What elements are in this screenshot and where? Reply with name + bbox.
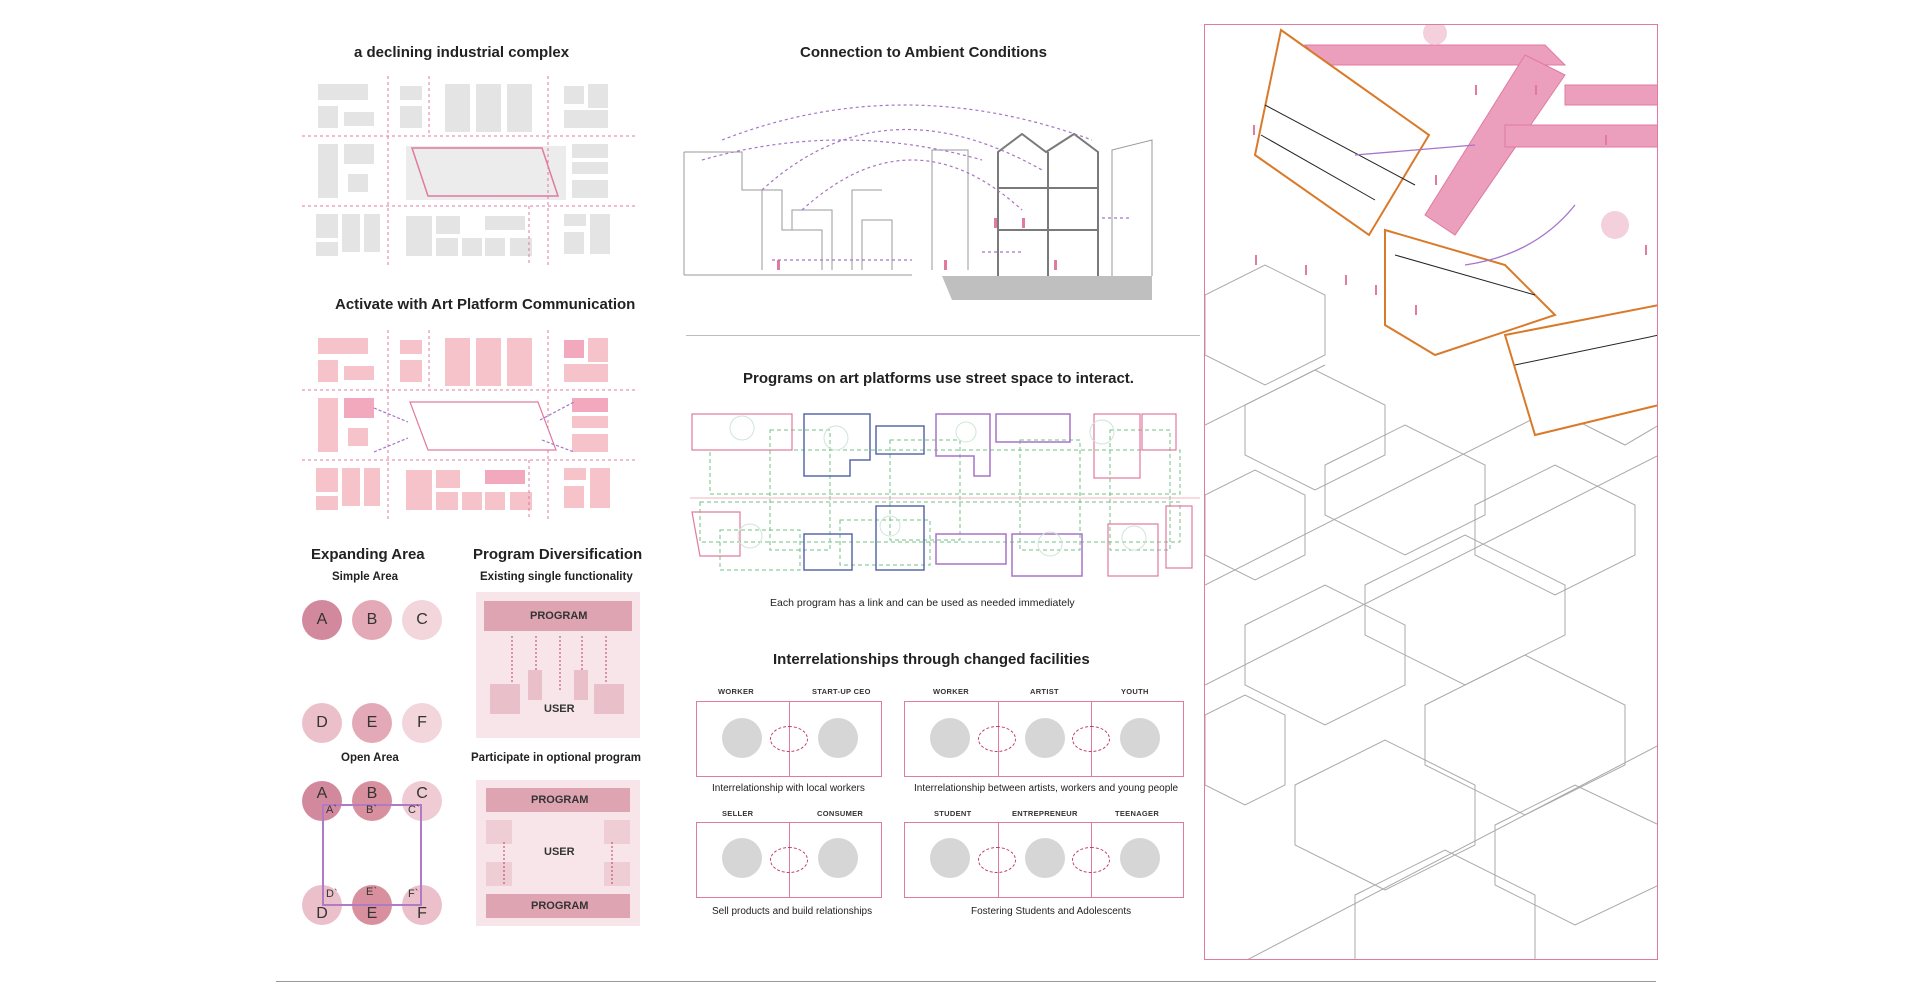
panel4-cycle-icon-2: [1072, 847, 1110, 873]
axonometric-frame: [1204, 24, 1658, 960]
open-circle-d-label: D: [316, 905, 328, 922]
programs-street-diagram: [690, 413, 1200, 577]
open-circle-c-label: C: [416, 785, 428, 802]
open-circle-b-label: B: [366, 785, 378, 802]
panel4-person-entrepreneur: [1025, 838, 1065, 878]
section-divider: [686, 335, 1200, 336]
open-circle-a-label: A: [316, 785, 328, 802]
optional-program-top: [486, 788, 630, 812]
panel2-role-artist: ARTIST: [1030, 687, 1059, 696]
panel4-caption: Fostering Students and Adolescents: [971, 906, 1132, 917]
panel3-role-consumer: CONSUMER: [817, 809, 864, 818]
panel1-person-ceo: [818, 718, 858, 758]
prime-e: E`: [366, 886, 377, 898]
panel2-role-youth: YOUTH: [1121, 687, 1149, 696]
panel3-person-seller: [722, 838, 762, 878]
existing-program-bar: [484, 601, 632, 631]
panel2-cycle-icon-1: [978, 726, 1016, 752]
panel4-role-student: STUDENT: [934, 809, 972, 818]
prime-f: F`: [408, 888, 419, 900]
programs-street-caption: Each program has a link and can be used …: [770, 597, 1075, 609]
open-circle-b: B: [352, 781, 392, 821]
diversification-title: Program Diversification: [473, 546, 643, 563]
panel3-person-consumer: [818, 838, 858, 878]
panel2-box: [904, 701, 1184, 777]
panel1-cycle-icon: [770, 726, 808, 752]
prime-b: B`: [366, 804, 377, 816]
expanding-title: Expanding Area: [311, 546, 425, 563]
open-circle-c: C: [402, 781, 442, 821]
panel2-person-youth: [1120, 718, 1160, 758]
existing-user-label: USER: [544, 703, 575, 715]
optional-program-bottom-label: PROGRAM: [531, 900, 589, 912]
axonometric-drawing: [1205, 25, 1657, 959]
panel4-cycle-icon-1: [978, 847, 1016, 873]
panel3-role-seller: SELLER: [722, 809, 754, 818]
activate-diagram: [302, 330, 638, 520]
panel1-caption: Interrelationship with local workers: [712, 783, 865, 794]
activate-title: Activate with Art Platform Communication: [335, 296, 636, 313]
panel4-role-entrepreneur: ENTREPRENEUR: [1012, 809, 1078, 818]
panel4-person-student: [930, 838, 970, 878]
prime-d: D`: [326, 888, 338, 900]
panel2-role-worker: WORKER: [933, 687, 969, 696]
programs-street-title: Programs on art platforms use street spa…: [743, 370, 1134, 387]
open-area-boundary: [322, 804, 422, 906]
optional-program-top-label: PROGRAM: [531, 794, 589, 806]
panel1-role-worker: WORKER: [718, 687, 754, 696]
existing-label: Existing single functionality: [480, 571, 633, 583]
interrelationships-title: Interrelationships through changed facil…: [773, 651, 1090, 668]
simple-circle-b: B: [352, 600, 392, 640]
existing-program-arrows: [490, 636, 624, 714]
simple-circle-c: C: [402, 600, 442, 640]
panel3-caption: Sell products and build relationships: [712, 906, 873, 917]
industrial-title: a declining industrial complex: [354, 44, 570, 61]
simple-circle-a: A: [302, 600, 342, 640]
panel2-caption: Interrelationship between artists, worke…: [914, 783, 1179, 794]
panel3-cycle-icon: [770, 847, 808, 873]
ambient-title: Connection to Ambient Conditions: [800, 44, 1047, 61]
panel1-role-ceo: START-UP CEO: [812, 687, 871, 696]
ambient-section-drawing: [683, 104, 1153, 300]
prime-a: A`: [326, 804, 337, 816]
simple-area-label: Simple Area: [332, 571, 399, 583]
panel2-person-worker: [930, 718, 970, 758]
panel4-role-teenager: TEENAGER: [1115, 809, 1160, 818]
panel4-box: [904, 822, 1184, 898]
existing-program-label: PROGRAM: [530, 610, 588, 622]
simple-circle-d: D: [302, 703, 342, 743]
panel4-person-teenager: [1120, 838, 1160, 878]
panel1-person-worker: [722, 718, 762, 758]
optional-user-label: USER: [544, 846, 575, 858]
panel2-cycle-icon-2: [1072, 726, 1110, 752]
simple-circle-e: E: [352, 703, 392, 743]
open-circle-e-label: E: [366, 905, 378, 922]
open-circle-f-label: F: [417, 905, 427, 922]
industrial-complex-diagram: [302, 76, 638, 266]
simple-circle-f: F: [402, 703, 442, 743]
optional-label: Participate in optional program: [471, 752, 641, 764]
open-area-label: Open Area: [341, 752, 399, 764]
prime-c: C`: [408, 804, 420, 816]
panel2-person-artist: [1025, 718, 1065, 758]
optional-program-arrows: [486, 820, 630, 886]
optional-program-bottom: [486, 894, 630, 918]
